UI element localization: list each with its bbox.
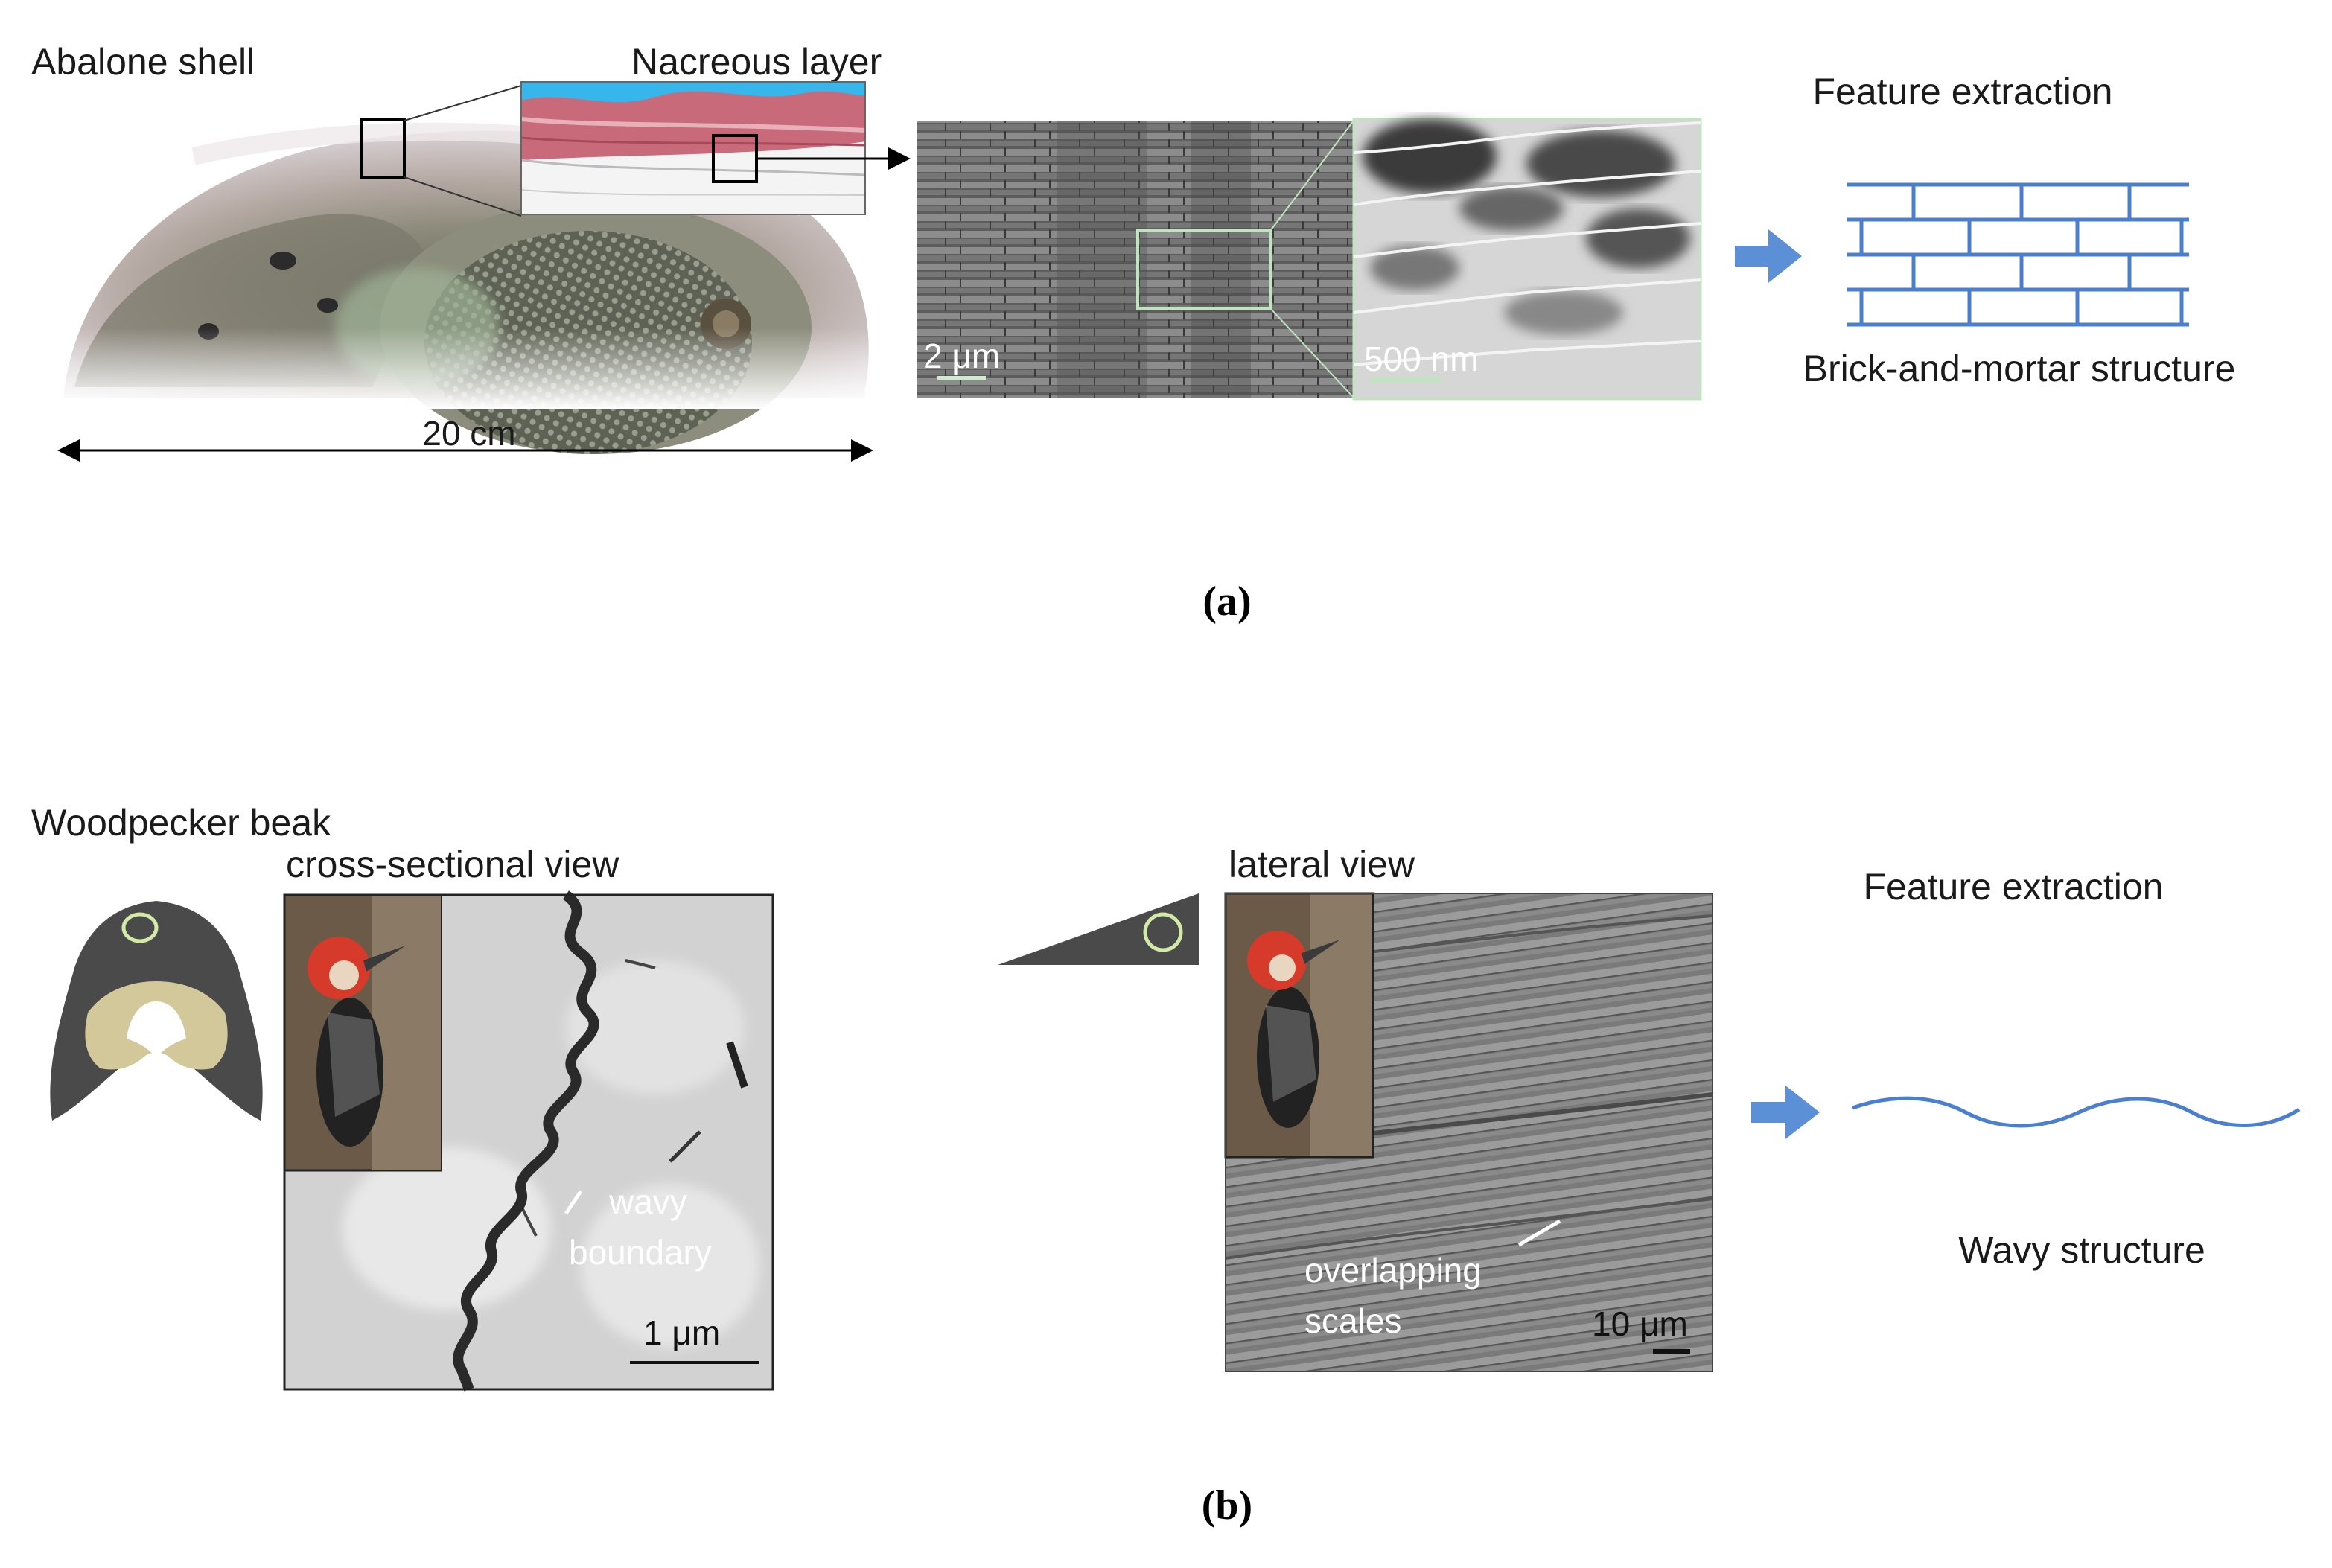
scales-label-2: scales: [1304, 1301, 1401, 1340]
wavy-structure-schematic: [1852, 1096, 2301, 1128]
sem-image-nacre: 2 μm: [917, 121, 1354, 398]
tem-zoom-line-bottom: [1269, 307, 1354, 398]
beak-cross-section-schematic: [50, 901, 263, 1121]
tem-scale-label: 500 nm: [1364, 340, 1478, 378]
boundary-label-2: boundary: [569, 1233, 712, 1272]
scales-label-1: overlapping: [1304, 1251, 1482, 1290]
feature-title-b: Feature extraction: [1864, 866, 2164, 908]
cross-section-micrograph: wavy boundary 1 μm: [283, 890, 774, 1392]
structure-label-a: Brick-and-mortar structure: [1803, 348, 2236, 389]
extraction-arrow-a: [1735, 229, 1802, 283]
beak-label: Woodpecker beak: [31, 802, 331, 844]
lateral-scale-label: 10 μm: [1592, 1304, 1688, 1343]
panel-a: Abalone shell Nacreous layer: [31, 41, 2235, 625]
nacre-inset: [520, 81, 866, 215]
structure-label-b: Wavy structure: [1958, 1229, 2205, 1271]
extraction-arrow-b: [1751, 1086, 1820, 1139]
scales-pointer: [1517, 1219, 1561, 1247]
beak-lateral-schematic: [998, 893, 1199, 965]
shell-label: Abalone shell: [31, 41, 255, 83]
zoom-line-bottom: [404, 176, 522, 217]
cross-scale-label: 1 μm: [643, 1313, 720, 1352]
lateral-view-label: lateral view: [1229, 844, 1415, 885]
tem-zoom-line-top: [1269, 120, 1354, 232]
lateral-micrograph: overlapping scales 10 μm: [1224, 892, 1713, 1372]
wavy-boundary-pointer: [564, 1190, 583, 1215]
tem-image-nacre: 500 nm: [1352, 118, 1702, 401]
sem-zoom-box: [1136, 229, 1272, 310]
feature-title-a: Feature extraction: [1813, 71, 2113, 112]
boundary-label-1: wavy: [608, 1182, 687, 1221]
caption-b: (b): [1202, 1482, 1252, 1529]
brick-and-mortar-schematic: [1847, 182, 2189, 327]
shell-zoom-box: [360, 118, 406, 179]
zoom-line-top: [404, 85, 522, 121]
cross-view-label: cross-sectional view: [286, 844, 619, 885]
nacre-label: Nacreous layer: [631, 41, 882, 83]
caption-a: (a): [1202, 579, 1251, 625]
panel-b: Woodpecker beak cross-sectional view: [31, 802, 2301, 1529]
sem-scale-label: 2 μm: [923, 337, 1000, 375]
size-label: 20 cm: [422, 414, 515, 453]
